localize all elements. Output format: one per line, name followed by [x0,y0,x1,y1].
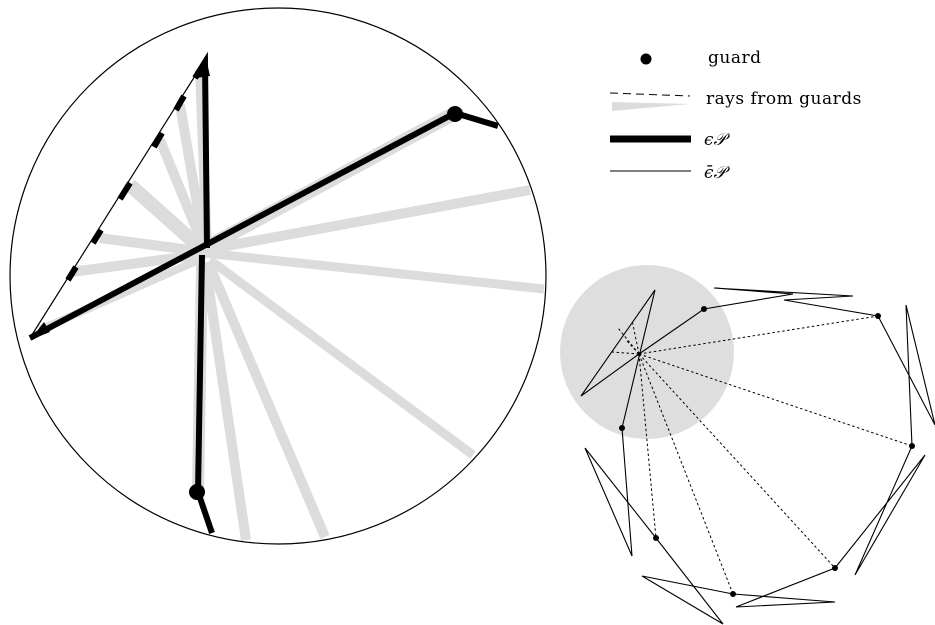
dash [65,265,79,282]
legend-gray-ray-icon [612,102,690,111]
guard-marker [701,306,707,312]
guard-marker [653,535,659,541]
sightline [638,315,879,355]
overview-guards [619,306,915,597]
guard-marker [909,443,915,449]
guard-marker [875,313,881,319]
ray [207,256,476,459]
guard-marker [189,484,205,500]
legend-guard-label: guard [708,48,761,68]
ray [204,248,545,294]
ray [203,260,330,539]
dash [117,181,133,201]
ray [125,179,210,258]
dashed-ray [65,94,187,282]
legend-eps-p-label: ϵ𝒫 [704,130,731,150]
legend-eps-bar-p-label: ϵ̄𝒫 [704,163,731,183]
polygon-thin-edges [29,67,201,339]
guard-marker [832,565,838,571]
ray [200,261,251,541]
sightline [638,353,913,447]
sightline [625,339,640,355]
dash [151,131,165,149]
sightline [638,353,836,569]
ray [175,104,210,251]
dash [173,94,187,112]
ray [204,185,531,255]
zoom-disk-boundary [9,7,547,545]
guard-marker [730,591,736,597]
guard-marker [637,352,641,356]
sightline [638,353,657,539]
legend: guard rays from guards ϵ𝒫 ϵ̄𝒫 [609,48,862,183]
sightline [631,319,640,355]
guard-marker [447,106,463,122]
zoom-region-disk [560,265,734,439]
legend-dashed-ray-icon [609,92,691,97]
arrow-tip [196,58,210,78]
ray [155,138,210,252]
thin-edge [29,67,201,339]
legend-guard-icon [640,53,652,65]
dash [90,228,104,245]
overview-polygon-figure [560,265,935,625]
zoomed-disk-figure [9,7,547,545]
visibility-rays [38,69,545,541]
dotted-sightlines [611,315,913,595]
legend-rays-label: rays from guards [706,89,862,109]
ray [99,233,206,257]
guard-marker [619,425,625,431]
arrow-tip [30,322,50,340]
